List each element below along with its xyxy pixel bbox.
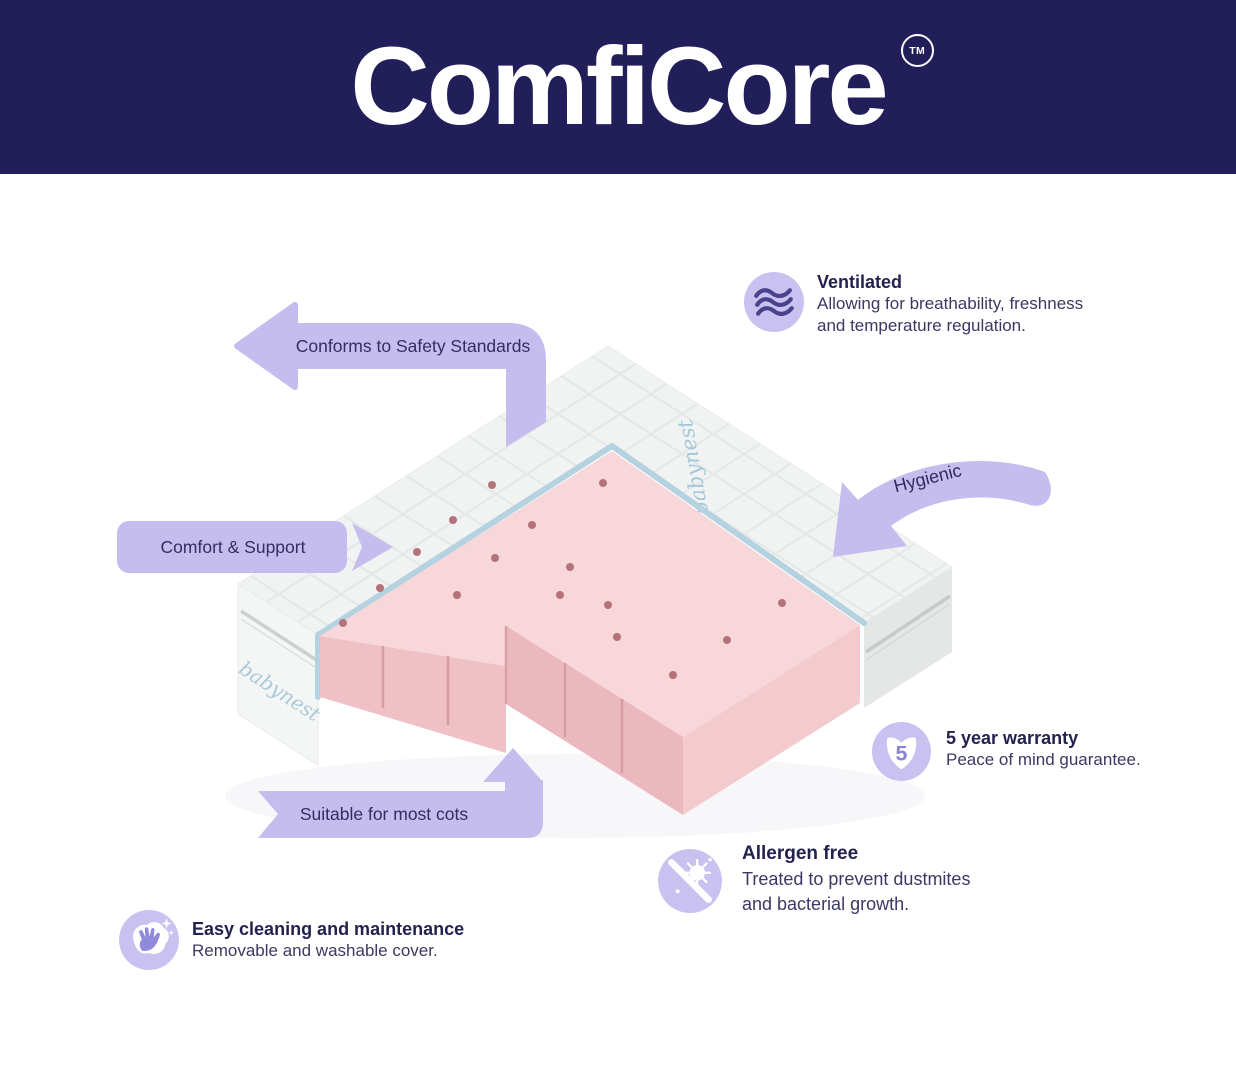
shield-5-badge-icon: 5 bbox=[872, 722, 931, 781]
feature-title: Easy cleaning and maintenance bbox=[192, 919, 465, 939]
cover-right-side bbox=[864, 567, 952, 708]
comfort-arrow: Comfort & Support bbox=[117, 521, 393, 573]
comfort-arrowhead bbox=[352, 523, 393, 571]
annotation-arrows: Conforms to Safety Standards Comfort & S… bbox=[117, 302, 1051, 838]
comfort-arrow-label: Comfort & Support bbox=[161, 537, 306, 557]
cleaning-feature: Easy cleaning and maintenance Removable … bbox=[192, 918, 464, 962]
page-title: ComfiCore bbox=[350, 25, 888, 148]
feature-desc-line: and bacterial growth. bbox=[742, 894, 910, 914]
foam-front-left-face bbox=[320, 636, 506, 753]
foam-front-right-face bbox=[683, 625, 860, 815]
foam-core bbox=[320, 451, 860, 815]
cots-arrow-label: Suitable for most cots bbox=[300, 804, 469, 824]
ventilated-feature-icon bbox=[744, 272, 804, 337]
cleaning-feature-icon bbox=[119, 910, 179, 975]
feature-title: Allergen free bbox=[742, 843, 859, 864]
safety-arrowhead bbox=[234, 302, 298, 390]
foam-vent-holes bbox=[339, 479, 786, 679]
no-allergens-icon bbox=[658, 849, 722, 913]
brand-wrap: ComfiCore TM bbox=[350, 25, 934, 148]
foam-front-mid-face bbox=[506, 626, 683, 815]
warranty-feature: 5 year warranty Peace of mind guarantee. bbox=[946, 727, 1141, 771]
feature-desc-line: Peace of mind guarantee. bbox=[946, 750, 1141, 769]
cover-left-side bbox=[237, 583, 319, 766]
cots-arrow-stem bbox=[505, 780, 543, 838]
mattress-scene: babynest babynest bbox=[117, 302, 1051, 838]
hygienic-arrow-body bbox=[833, 461, 1051, 557]
cover-trim-piping bbox=[315, 443, 867, 700]
cover-zipper-right-stitch bbox=[865, 603, 951, 661]
allergen-feature: Allergen free Treated to prevent dustmit… bbox=[742, 841, 970, 917]
cots-arrow: Suitable for most cots bbox=[258, 748, 543, 838]
feature-desc-line: Allowing for breathability, freshness bbox=[817, 294, 1084, 313]
safety-arrow-label: Conforms to Safety Standards bbox=[296, 336, 531, 356]
wipe-clean-hand-icon bbox=[119, 910, 179, 970]
foam-top-face bbox=[320, 451, 860, 737]
airflow-waves-icon bbox=[744, 272, 804, 332]
feature-desc-line: Removable and washable cover. bbox=[192, 941, 438, 960]
warranty-badge-number: 5 bbox=[896, 742, 908, 766]
feature-title: Ventilated bbox=[817, 272, 903, 292]
comfort-arrow-body bbox=[117, 521, 347, 573]
mattress-cover: babynest babynest bbox=[235, 345, 953, 766]
foam-slits-left bbox=[381, 646, 450, 725]
trademark-badge: TM bbox=[900, 34, 934, 67]
cover-zipper-left-stitch bbox=[240, 618, 319, 670]
header-banner: ComfiCore TM bbox=[0, 0, 1236, 174]
cover-quilt-pattern bbox=[238, 346, 952, 635]
safety-arrow: Conforms to Safety Standards bbox=[234, 302, 546, 447]
hygienic-arrow: Hygienic bbox=[833, 460, 1051, 557]
foam-slits-mid bbox=[563, 663, 624, 773]
cots-ribbon-body bbox=[258, 791, 505, 838]
feature-desc-line: and temperature regulation. bbox=[817, 315, 1026, 335]
cots-arrowhead bbox=[483, 748, 543, 782]
feature-desc-line: Treated to prevent dustmites bbox=[742, 869, 971, 889]
safety-arrow-body bbox=[295, 323, 546, 447]
ventilated-feature: Ventilated Allowing for breathability, f… bbox=[817, 271, 1083, 336]
warranty-feature-icon: 5 bbox=[872, 722, 931, 786]
allergen-feature-icon bbox=[658, 849, 722, 918]
cover-zipper-left bbox=[240, 609, 319, 663]
feature-title: 5 year warranty bbox=[946, 728, 1079, 748]
cover-zipper-right bbox=[865, 594, 951, 654]
